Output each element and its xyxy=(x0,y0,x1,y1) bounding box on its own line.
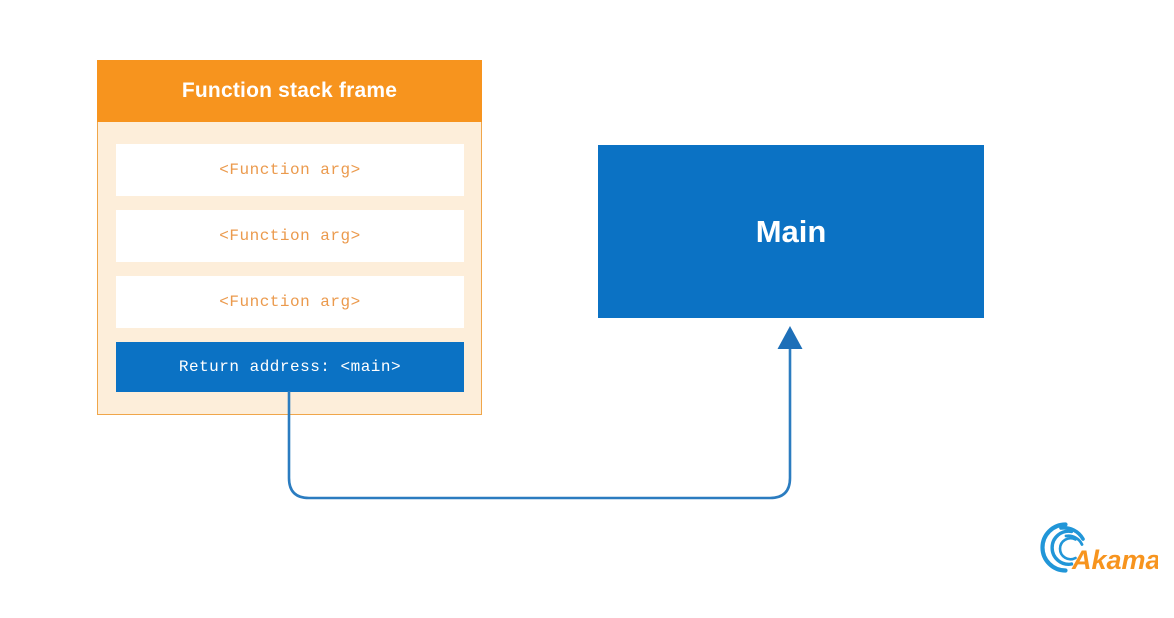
stack-frame-header: Function stack frame xyxy=(97,60,482,122)
stack-frame-arg-label-1: <Function arg> xyxy=(219,161,361,179)
stack-frame-arg-row-2: <Function arg> xyxy=(116,210,464,262)
connector-arrowhead-icon xyxy=(777,326,803,349)
function-stack-frame-card: Function stack frame <Function arg> <Fun… xyxy=(97,60,482,415)
stack-frame-return-address-label: Return address: <main> xyxy=(178,358,402,376)
stack-frame-row-list: <Function arg> <Function arg> <Function … xyxy=(116,144,464,392)
stack-frame-return-address-row: Return address: <main> xyxy=(116,342,464,392)
stack-frame-arg-label-3: <Function arg> xyxy=(219,293,361,311)
stack-frame-title: Function stack frame xyxy=(181,79,398,102)
akamai-logo: Akamai xyxy=(1040,522,1158,575)
akamai-swoosh-icon xyxy=(1040,522,1085,573)
akamai-wordmark: Akamai xyxy=(1071,545,1158,575)
main-block: Main xyxy=(598,145,984,318)
stack-frame-arg-label-2: <Function arg> xyxy=(219,227,361,245)
stack-frame-arg-row-1: <Function arg> xyxy=(116,144,464,196)
stack-frame-arg-row-3: <Function arg> xyxy=(116,276,464,328)
main-block-label: Main xyxy=(755,213,827,249)
